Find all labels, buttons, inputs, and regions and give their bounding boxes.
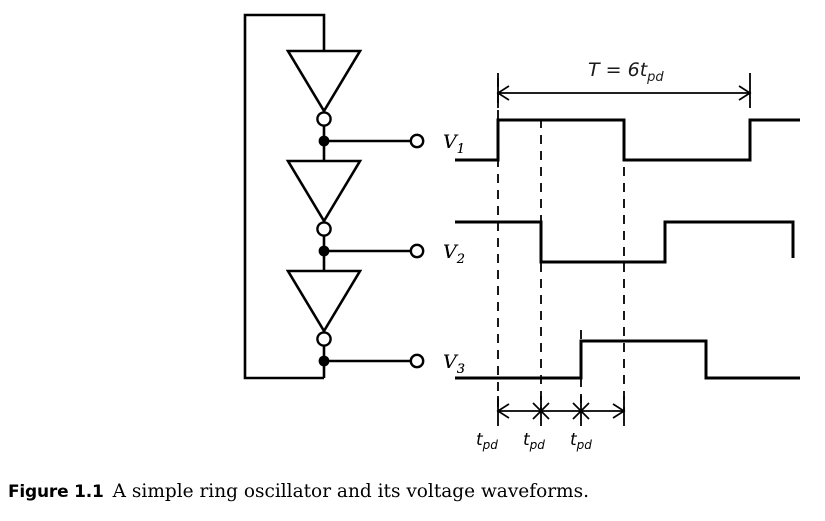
delay-cross-mark-1 [532, 402, 550, 420]
waveform-v3: V3 [443, 339, 800, 380]
terminal-v2-circle [409, 243, 425, 259]
waveform-v1-label: V1 [443, 131, 465, 157]
v1-junction-dot [318, 135, 330, 147]
terminal-v3-circle [409, 353, 425, 369]
period-label: T = 6tpd [588, 59, 664, 85]
inverter-1-triangle [285, 49, 363, 114]
waveform-v1: V1 [443, 118, 800, 162]
inverter-1 [285, 49, 363, 161]
feedback-wire [243, 13, 326, 380]
inverter-2 [285, 159, 363, 271]
waveform-v3-trace [455, 339, 800, 380]
waveform-v2-trace [455, 220, 795, 264]
period-measure: T = 6tpd [496, 59, 752, 108]
terminal-v1-circle [409, 133, 425, 149]
timing-diagram: T = 6tpd V1 V2 V3 [443, 59, 800, 452]
delay-label-1: tpd [476, 430, 498, 452]
node-v3 [318, 353, 425, 369]
v2-junction-dot [318, 245, 330, 257]
waveform-v2: V2 [443, 220, 795, 267]
figure-caption-text: A simple ring oscillator and its voltage… [112, 481, 589, 502]
delay-cross-mark-2 [572, 402, 590, 420]
waveform-v1-trace [455, 118, 800, 162]
delay-arrowhead-left [496, 403, 510, 419]
inverter-3-triangle [285, 269, 363, 334]
delay-arrowhead-right [612, 403, 626, 419]
reference-lines [497, 78, 625, 410]
delay-measures: tpd tpd tpd [476, 396, 626, 452]
waveform-v3-label: V3 [443, 351, 465, 377]
node-v1 [318, 133, 425, 149]
delay-label-3: tpd [570, 430, 592, 452]
waveform-v2-label: V2 [443, 241, 465, 267]
inverter-2-bubble [316, 221, 332, 237]
circuit-schematic: V1 V2 [243, 13, 465, 380]
figure-caption-number: Figure 1.1 [8, 482, 104, 502]
inverter-1-bubble [316, 111, 332, 127]
figure-caption: Figure 1.1 A simple ring oscillator and i… [8, 481, 808, 502]
inverter-3-bubble [316, 331, 332, 347]
node-v2 [318, 243, 425, 259]
inverter-2-triangle [285, 159, 363, 224]
delay-label-2: tpd [523, 430, 545, 452]
period-arrowhead-right [738, 85, 752, 101]
period-arrowhead-left [496, 85, 510, 101]
v3-junction-dot [318, 355, 330, 367]
